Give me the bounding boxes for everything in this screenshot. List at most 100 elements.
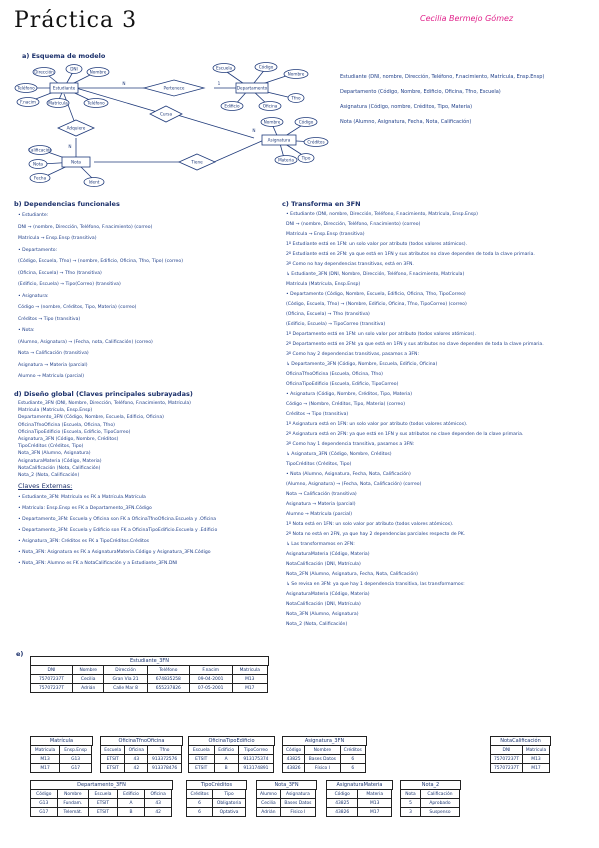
- table-cell: B: [116, 807, 146, 817]
- col-c-line: NotaCalificación (DNI, Matrícula): [286, 602, 361, 607]
- table-header-cell: Tipo: [212, 789, 246, 799]
- table-header-cell: Código: [325, 789, 359, 799]
- table-cell: G13: [59, 754, 92, 764]
- table-cell: 6: [185, 807, 214, 817]
- svg-text:Nombre: Nombre: [288, 72, 305, 77]
- table-cell: 43: [144, 798, 172, 808]
- table-cell: 913175374: [237, 754, 275, 764]
- svg-text:Créditos: Créditos: [307, 140, 324, 145]
- col-c-line: • Departamento (Código, Nombre, Escuela,…: [286, 292, 466, 297]
- col-b-line: (Oficina, Escuela) → Tfno (transitiva): [18, 270, 102, 276]
- col-c-line: ↳ Se revisa en 3FN: ya que hay 1 depende…: [286, 582, 465, 587]
- author-name: Cecilia Bermejo Gómez: [420, 14, 514, 23]
- col-c-line: Nota → Calificación (transitiva): [286, 492, 357, 497]
- svg-text:N: N: [122, 81, 125, 86]
- svg-text:Tfno: Tfno: [290, 96, 301, 101]
- col-claves-line: • Nota_3FN: Asignatura es FK a Asignatur…: [18, 550, 211, 555]
- col-b-line: DNI → (nombre, Dirección, Teléfono, F.na…: [18, 224, 153, 230]
- table-title-oficinatfno: OficinaTfnoOficina: [100, 736, 183, 746]
- col-c-line: 2º Departamento está en 2FN: ya que está…: [286, 342, 544, 347]
- table-cell: ETSIT: [88, 798, 118, 808]
- table-cell: 3: [400, 807, 421, 817]
- foreign-keys-list: • Estudiante_3FN: Matrícula es FK a Matr…: [18, 492, 217, 569]
- table-cell: 43826: [325, 807, 359, 817]
- col-d-line: Matrícula (Matrícula, Ensp.Ensp): [18, 408, 93, 414]
- er-nota: Nota: [71, 160, 81, 165]
- col-c-line: (Código, Escuela, Tfno) → (Nombre, Edifi…: [286, 302, 467, 307]
- table-cell: 913378476: [147, 763, 182, 773]
- table-header-cell: Matrícula: [231, 665, 269, 675]
- col-d-line: Asignatura_3FN (Código, Nombre, Créditos…: [18, 437, 119, 443]
- svg-text:Matrícula: Matrícula: [48, 101, 68, 106]
- col-c-line: Nota_2FN (Alumno, Asignatura, Fecha, Not…: [286, 572, 418, 577]
- er-asignatura: Asignatura: [268, 138, 291, 143]
- col-claves-line: • Estudiante_3FN: Matrícula es FK a Matr…: [18, 495, 146, 500]
- col-c-line: Alumno → Matrícula (parcial): [286, 512, 353, 517]
- table-cell: ETSIT: [88, 807, 118, 817]
- table-title-nota2: Nota_2: [400, 780, 461, 790]
- er-tiene: Tiene: [190, 160, 203, 165]
- table-header-cell: Créditos: [339, 745, 367, 755]
- table-cell: M13: [231, 674, 269, 684]
- table-cell: 5: [400, 798, 421, 808]
- table-title-matricula: Matrícula: [30, 736, 93, 746]
- table-cell: A: [116, 798, 146, 808]
- svg-text:F.nacim: F.nacim: [20, 100, 36, 105]
- table-cell: ETSIT: [99, 763, 126, 773]
- right-schema-list: Estudiante (DNI, nombre, Dirección, Telé…: [340, 70, 544, 130]
- col-claves-line: • Asignatura_3FN: Créditos es FK a TipoC…: [18, 539, 150, 544]
- table-cell: 75707237T: [30, 683, 73, 693]
- table-header-cell: DNI: [30, 665, 73, 675]
- col-c-line: • Nota (Alumno, Asignatura, Fecha, Nota,…: [286, 472, 411, 477]
- col-claves-line: • Departamento_3FN: Escuela y Oficina so…: [18, 517, 217, 522]
- table-header-cell: Edificio: [116, 789, 146, 799]
- table-header-cell: Nota: [400, 789, 421, 799]
- col-c-line: (Alumno, Asignatura) → (Fecha, Nota, Cal…: [286, 482, 422, 487]
- table-cell: G13: [30, 798, 58, 808]
- table-cell: 6: [339, 763, 367, 773]
- table-cell: 674835258: [146, 674, 190, 684]
- table-title-asigmateria: AsignaturaMateria: [326, 780, 393, 790]
- table-cell: Adrián: [71, 683, 105, 693]
- table-title-nota3fn: Nota_3FN: [256, 780, 317, 790]
- table-cell: 913372576: [147, 754, 182, 764]
- table-cell: ETSIT: [188, 754, 215, 764]
- col-d-line: Estudiante_3FN (DNI, Nombre, Dirección, …: [18, 401, 191, 406]
- table-title-tipocred: TipoCréditos: [186, 780, 247, 790]
- table-header-cell: Nombre: [304, 745, 341, 755]
- svg-text:N: N: [252, 128, 255, 133]
- table-title-notacal: NotaCalificación: [490, 736, 551, 746]
- col-b-line: (Edificio, Escuela) → Tipo(Correo) (tran…: [18, 282, 121, 287]
- table-cell: Calle Mar 8: [103, 683, 148, 693]
- col-d-line: OficinaTfnoOficina (Escuela, Oficina, Tf…: [18, 422, 115, 428]
- svg-text:N: N: [68, 144, 71, 149]
- table-cell: 6: [339, 754, 367, 764]
- svg-text:Código: Código: [299, 120, 314, 125]
- table-cell: M17: [521, 763, 551, 773]
- col-b-line: Asignatura → Materia (parcial): [18, 362, 88, 368]
- schema-departamento: Departamento (Código, Nombre, Edificio, …: [340, 89, 501, 95]
- col-c-line: DNI → (nombre, Dirección, Teléfono, F.na…: [286, 222, 421, 227]
- table-cell: M13: [29, 754, 61, 764]
- col-b-line: Créditos → Tipo (transitiva): [18, 316, 81, 322]
- table-header-cell: Ensp.Ensp: [59, 745, 92, 755]
- col-b-line: • Nota:: [18, 328, 35, 333]
- global-design-list: Estudiante_3FN (DNI, Nombre, Dirección, …: [18, 400, 191, 479]
- col-d-line: TipoCréditos (Créditos, Tipo): [18, 444, 84, 450]
- table-cell: 43: [124, 754, 149, 764]
- table-header-cell: Escuela: [188, 745, 215, 755]
- table-header-cell: Oficina: [144, 789, 172, 799]
- col-d-line: OficinaTipoEdificio (Escuela, Edificio, …: [18, 429, 131, 435]
- svg-text:Nombre: Nombre: [90, 70, 107, 75]
